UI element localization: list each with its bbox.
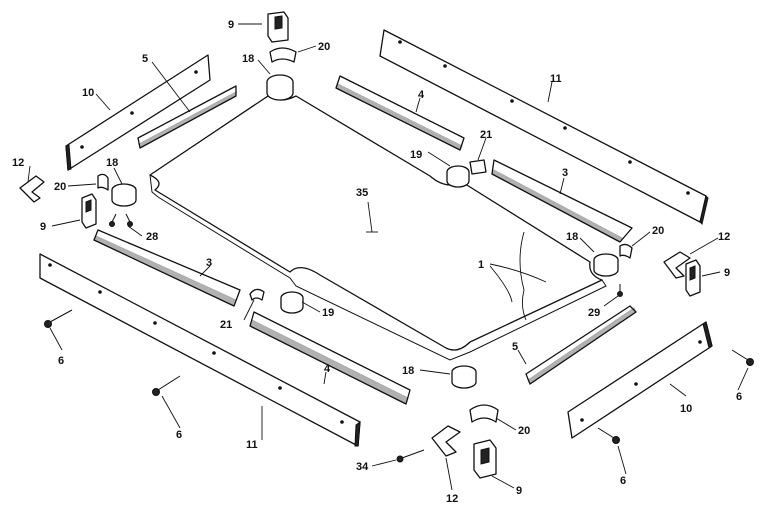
- label-cushion-short-top: 5: [142, 53, 148, 65]
- corner-left: [81, 193, 97, 229]
- label-screw-right-b: 6: [620, 475, 626, 487]
- label-screw-left-a: 6: [58, 355, 64, 367]
- label-rail-long-front: 11: [246, 439, 258, 451]
- cushion-short-left: [137, 85, 237, 149]
- liner-bottom: [469, 404, 499, 423]
- corner-top: [267, 11, 289, 43]
- label-screw-34: 34: [356, 461, 369, 473]
- screw-left-a: [44, 309, 73, 328]
- label-corner-right: 9: [724, 267, 730, 279]
- liner-side-back: [469, 159, 487, 175]
- label-corner-left: 9: [40, 221, 46, 233]
- pocket-bottom: [451, 365, 477, 389]
- label-corner-bottom: 9: [516, 485, 522, 497]
- label-rail-short-left: 10: [82, 87, 94, 99]
- cushion-front-left: [93, 229, 241, 307]
- corner-right: [685, 259, 701, 297]
- rail-short-left: [65, 54, 211, 171]
- pocket-left: [111, 183, 137, 207]
- screw-left-b: [152, 375, 181, 396]
- pocket-top: [266, 74, 294, 101]
- label-pocket-bottom: 18: [402, 365, 414, 377]
- label-screw-29: 29: [588, 307, 600, 319]
- label-pocket-right: 18: [566, 231, 578, 243]
- label-cushion-front-left: 4: [324, 363, 331, 375]
- rail-long-front: [39, 253, 361, 447]
- label-bracket-right: 12: [718, 231, 730, 243]
- label-cushion-short-bottom: 5: [512, 341, 518, 353]
- pocket-right: [593, 253, 619, 277]
- label-pocket-left: 18: [106, 157, 118, 169]
- label-corner-top: 9: [228, 19, 234, 31]
- label-screw-right-a: 6: [736, 391, 742, 403]
- screw-right-a: [731, 349, 754, 366]
- screw-right-b: [597, 427, 620, 444]
- label-screw-left-b: 6: [176, 429, 182, 441]
- rail-long-back: [379, 29, 709, 225]
- label-liner-right: 20: [652, 225, 664, 237]
- cushion-back-right: [491, 159, 633, 243]
- table-bed: [149, 95, 607, 361]
- pocket-side-front: [280, 291, 304, 314]
- screw-29: [617, 284, 623, 297]
- bracket-bottom: [431, 425, 461, 457]
- label-cushion-right-top: 3: [562, 167, 568, 179]
- label-liner-top: 20: [318, 41, 330, 53]
- label-cushion-left-front: 3: [206, 257, 212, 269]
- label-pocket-side-back: 19: [410, 149, 422, 161]
- bracket-left: [19, 175, 45, 203]
- liner-right: [619, 243, 633, 259]
- screw-34: [396, 449, 425, 463]
- part-labels: 9 20 18 5 10 11 4 21 19 3 35 1 18 20 12 …: [12, 19, 742, 505]
- label-liner-side-back: 21: [480, 129, 492, 141]
- label-liner-bottom: 20: [518, 425, 530, 437]
- label-bracket-left: 12: [12, 157, 24, 169]
- liner-top: [269, 47, 297, 63]
- label-liner-side-front: 21: [220, 319, 232, 331]
- label-cloth: 1: [478, 259, 484, 271]
- bracket-right: [663, 251, 691, 279]
- cushion-back-left: [335, 75, 465, 151]
- cushion-short-right: [525, 305, 637, 385]
- label-liner-left: 20: [54, 181, 66, 193]
- cushion-front-right: [249, 311, 411, 405]
- label-pocket-side-front: 19: [322, 307, 334, 319]
- label-rail-long-back: 11: [550, 73, 562, 85]
- label-cushion-back-left: 4: [418, 89, 425, 101]
- leader-lines: [27, 23, 749, 491]
- liner-side-front: [249, 288, 265, 301]
- rail-short-right: [567, 321, 713, 439]
- label-pocket-top: 18: [242, 53, 254, 65]
- label-rail-short-right: 10: [680, 403, 692, 415]
- label-bed: 35: [356, 187, 368, 199]
- liner-left: [97, 173, 109, 191]
- label-screws-28: 28: [146, 231, 158, 243]
- corner-bottom: [473, 439, 497, 479]
- label-bracket-bottom: 12: [446, 493, 458, 505]
- pocket-side-back: [446, 165, 470, 188]
- screws-28: [109, 213, 133, 227]
